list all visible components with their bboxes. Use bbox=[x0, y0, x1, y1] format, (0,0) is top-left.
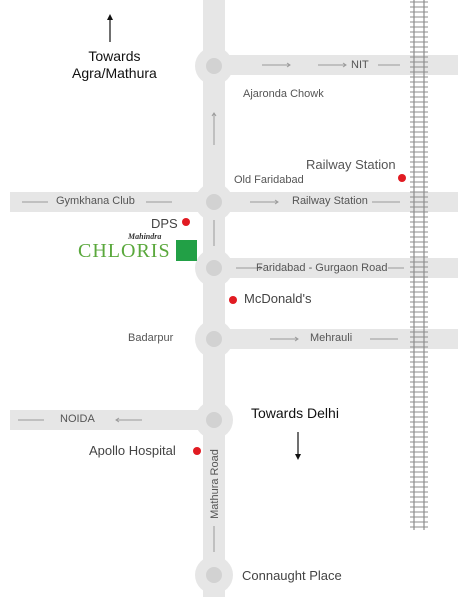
railway-station-landmark-label: Railway Station bbox=[306, 157, 396, 172]
logo-green-square-icon bbox=[176, 240, 197, 261]
mehrauli-label: Mehrauli bbox=[310, 332, 353, 344]
faridabad-gurgaon-road bbox=[225, 258, 458, 278]
connaught-place-label: Connaught Place bbox=[242, 568, 342, 583]
mcdonalds-dot-icon bbox=[229, 296, 237, 304]
gymkhana-club-label: Gymkhana Club bbox=[56, 195, 135, 207]
noida-road bbox=[10, 410, 203, 430]
dps-label: DPS bbox=[151, 216, 178, 231]
noida-label: NOIDA bbox=[60, 413, 95, 425]
logo-brand-main: CHLORIS bbox=[78, 240, 171, 262]
apollo-dot-icon bbox=[193, 447, 201, 455]
nit-label: NIT bbox=[351, 59, 369, 71]
roundabouts bbox=[195, 47, 233, 594]
mcdonalds-label: McDonald's bbox=[244, 291, 312, 306]
faridabad-gurgaon-label: Faridabad - Gurgaon Road bbox=[256, 262, 388, 274]
badarpur-label: Badarpur bbox=[128, 332, 174, 344]
north-line-1: Towards bbox=[88, 48, 141, 64]
mehrauli-road bbox=[225, 329, 458, 349]
roads bbox=[10, 0, 458, 597]
railway-track bbox=[410, 0, 428, 530]
railway-station-dot-icon bbox=[398, 174, 406, 182]
ajaronda-chowk-label: Ajaronda Chowk bbox=[243, 88, 324, 100]
railway-station-road bbox=[10, 192, 458, 212]
mathura-road-vertical bbox=[203, 0, 225, 597]
road-direction-marks bbox=[18, 62, 404, 552]
direction-arrows bbox=[107, 14, 301, 460]
north-direction-label: Towards Agra/Mathura bbox=[72, 48, 157, 82]
apollo-hospital-label: Apollo Hospital bbox=[89, 443, 176, 458]
mahindra-chloris-logo: Mahindra CHLORIS bbox=[78, 232, 198, 266]
mathura-road-label: Mathura Road bbox=[209, 449, 221, 519]
old-faridabad-label: Old Faridabad bbox=[234, 174, 304, 186]
dps-dot-icon bbox=[182, 218, 190, 226]
south-direction-label: Towards Delhi bbox=[251, 405, 339, 421]
logo-brand-small: Mahindra bbox=[128, 232, 162, 241]
north-line-2: Agra/Mathura bbox=[72, 65, 157, 81]
railway-station-road-label: Railway Station bbox=[292, 195, 368, 207]
